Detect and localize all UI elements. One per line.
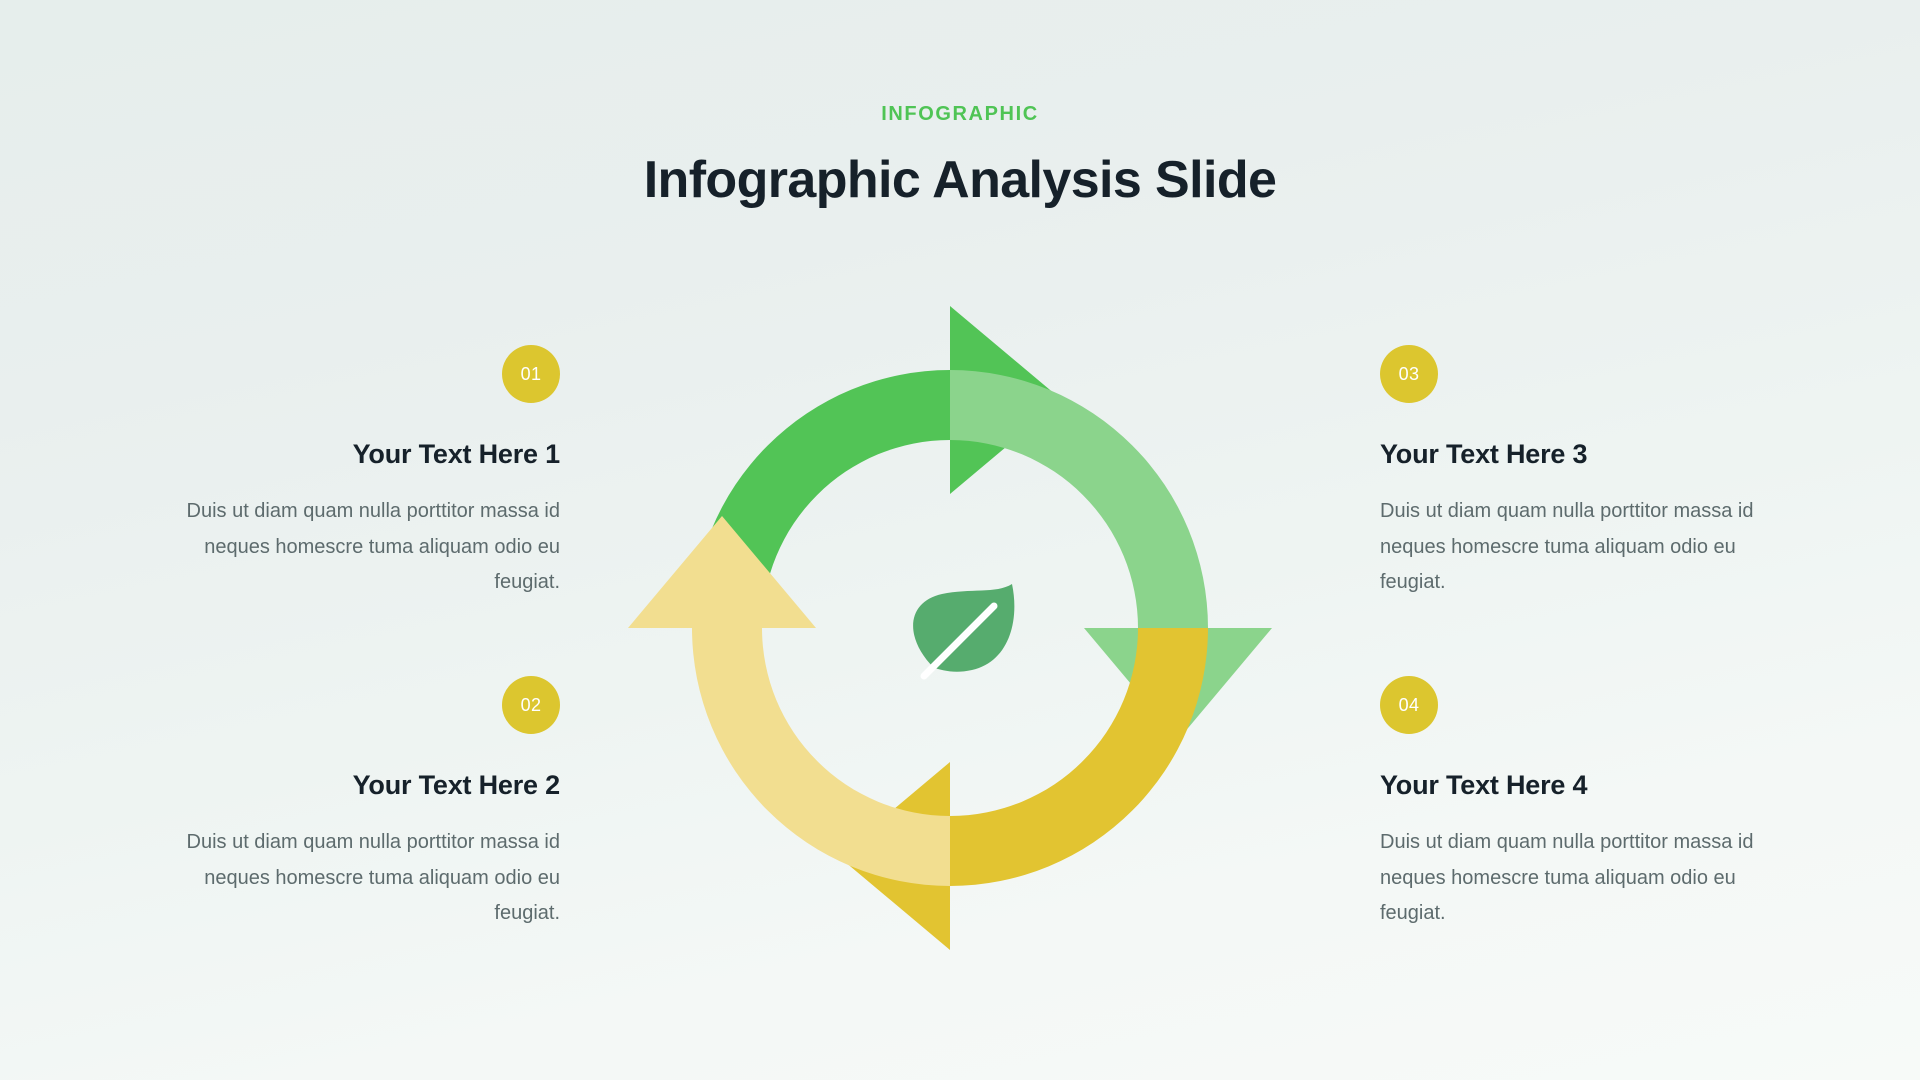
step-badge-02: 02 (502, 676, 560, 734)
arrow-segment-3 (838, 628, 1208, 950)
arrow-segment-2 (950, 370, 1272, 740)
step-badge-03: 03 (1380, 345, 1438, 403)
info-block-03: 03 Your Text Here 3 Duis ut diam quam nu… (1380, 345, 1780, 601)
block-body-02: Duis ut diam quam nulla porttitor massa … (186, 831, 561, 925)
step-badge-04: 04 (1380, 676, 1438, 734)
block-title-03: Your Text Here 3 (1380, 439, 1588, 469)
eyebrow-label: INFOGRAPHIC (881, 103, 1039, 125)
cycle-diagram (610, 288, 1290, 968)
leaf-icon (913, 584, 1015, 680)
step-badge-01: 01 (502, 345, 560, 403)
arrow-segment-4 (628, 516, 950, 886)
block-body-01: Duis ut diam quam nulla porttitor massa … (186, 500, 561, 594)
block-body-03: Duis ut diam quam nulla porttitor massa … (1380, 500, 1754, 594)
block-title-04: Your Text Here 4 (1380, 770, 1588, 800)
block-title-01: Your Text Here 1 (352, 439, 561, 469)
info-block-01: 01 Your Text Here 1 Duis ut diam quam nu… (160, 345, 560, 601)
page-title: Infographic Analysis Slide (643, 151, 1277, 209)
info-block-04: 04 Your Text Here 4 Duis ut diam quam nu… (1380, 676, 1780, 932)
block-body-04: Duis ut diam quam nulla porttitor massa … (1380, 831, 1754, 925)
info-block-02: 02 Your Text Here 2 Duis ut diam quam nu… (160, 676, 560, 932)
block-title-02: Your Text Here 2 (352, 770, 561, 800)
header: INFOGRAPHIC Infographic Analysis Slide (0, 104, 1920, 209)
